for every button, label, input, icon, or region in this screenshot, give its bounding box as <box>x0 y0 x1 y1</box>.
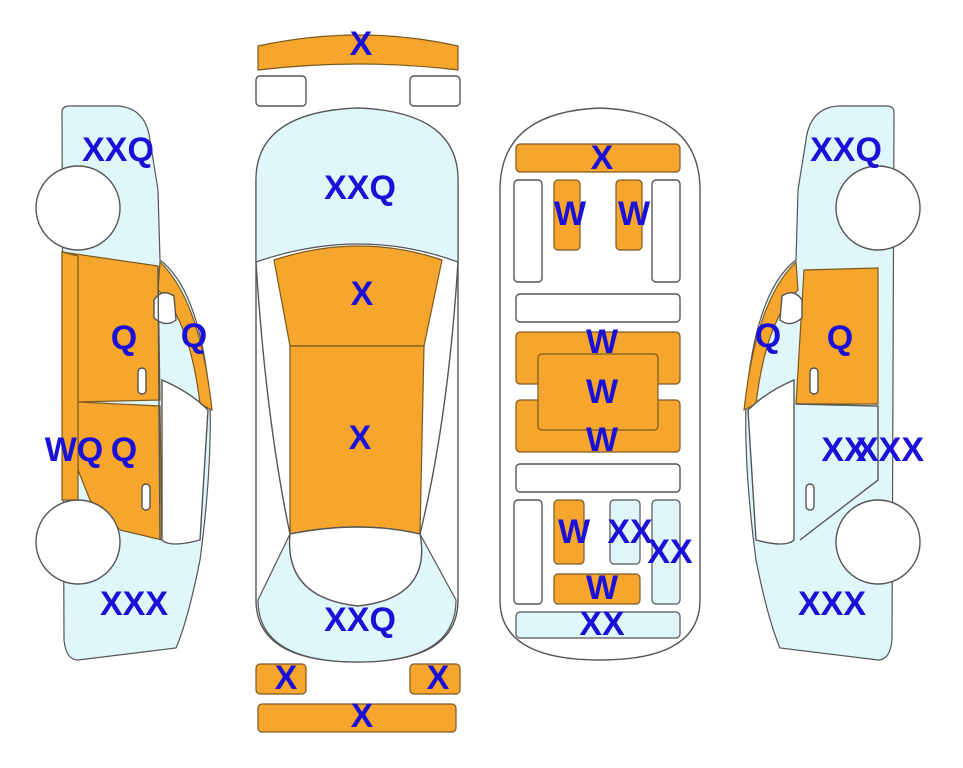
label-front-bumper: X <box>350 25 373 63</box>
rear-deck-glass <box>288 526 423 607</box>
left-side-view <box>35 105 213 661</box>
rear-bumper-piece <box>257 703 457 733</box>
top-left-pillar <box>255 261 291 535</box>
label-floor-center-bottom: W <box>586 421 619 459</box>
label-rear-window: XXQ <box>324 601 396 639</box>
damage-labels: X XXQ X X XXQ X X X XXQ Q Q WQ Q XXX X W… <box>45 25 925 735</box>
windshield-panel <box>255 107 459 263</box>
left-rear-wheel <box>35 499 121 585</box>
label-left-rear-fender: XXX <box>100 585 168 623</box>
front-lamp-right <box>409 75 461 107</box>
underbody-view <box>499 107 701 661</box>
label-rear-bumper: X <box>351 697 374 735</box>
label-floor-front-panel: X <box>591 139 614 177</box>
left-door-line <box>157 265 161 541</box>
front-lamp-left <box>255 75 307 107</box>
label-left-front-fender: XXQ <box>82 131 154 169</box>
label-right-front-door: Q <box>827 319 853 357</box>
label-left-front-door: Q <box>111 319 137 357</box>
label-right-front-fender: XXQ <box>810 131 882 169</box>
label-right-rear-fender: XXX <box>798 585 866 623</box>
floor-crossmember-2 <box>515 463 681 493</box>
floor-rear-left <box>553 499 585 565</box>
label-right-rear-door-a: XX <box>821 431 867 469</box>
floor-rear-left-frame <box>513 499 543 605</box>
floor-right-frame <box>651 179 681 283</box>
label-roof: X <box>349 419 372 457</box>
floor-rear-center <box>609 499 641 565</box>
label-floor-center-top: W <box>586 323 619 361</box>
label-floor-rear-left: W <box>558 513 591 551</box>
right-front-wheel <box>835 165 921 251</box>
label-left-rear-door: Q <box>111 431 137 469</box>
hood-panel <box>273 245 443 347</box>
floor-rear-panel <box>515 611 681 639</box>
right-rear-wheel <box>835 499 921 585</box>
left-handle-rear <box>141 483 151 511</box>
label-windshield: XXQ <box>324 169 396 207</box>
floor-left-frame <box>513 179 543 283</box>
label-hood: X <box>351 275 374 313</box>
label-floor-rear-panel: XX <box>579 605 625 643</box>
floor-right-rail <box>615 179 643 251</box>
right-side-view <box>743 105 921 661</box>
label-floor-left-rail: W <box>554 195 587 233</box>
rear-lamp-right <box>409 663 461 695</box>
top-view <box>255 34 461 733</box>
label-floor-rear-center: XX <box>607 513 653 551</box>
top-right-pillar <box>419 261 459 535</box>
label-rear-lamp-left: X <box>275 659 298 697</box>
floor-front-panel <box>515 143 681 173</box>
floor-rear-right <box>651 499 681 605</box>
label-floor-rear-cross: W <box>586 569 619 607</box>
left-handle-front <box>137 367 147 395</box>
right-handle-front <box>809 367 819 395</box>
label-left-rocker: WQ <box>45 431 104 469</box>
left-window-glass <box>161 378 209 545</box>
label-floor-center-mid: W <box>586 373 619 411</box>
floor-rear-cross <box>553 573 641 605</box>
floor-left-rail <box>553 179 581 251</box>
label-left-front-pillar: Q <box>181 317 207 355</box>
right-mirror <box>779 292 803 325</box>
front-bumper-piece <box>257 34 459 71</box>
left-mirror <box>153 292 177 325</box>
label-floor-right-rail: W <box>618 195 651 233</box>
left-front-wheel <box>35 165 121 251</box>
floor-crossmember-1 <box>515 293 681 323</box>
floor-center-mid <box>537 353 659 431</box>
label-right-rear-door-b: XXX <box>856 431 924 469</box>
right-rear-door-line <box>795 403 879 541</box>
rear-lamp-left <box>255 663 307 695</box>
right-handle-rear <box>805 483 815 511</box>
label-right-front-pillar: Q <box>755 317 781 355</box>
right-window-glass <box>747 378 795 545</box>
label-rear-lamp-right: X <box>427 659 450 697</box>
label-floor-rear-right: XX <box>647 533 693 571</box>
